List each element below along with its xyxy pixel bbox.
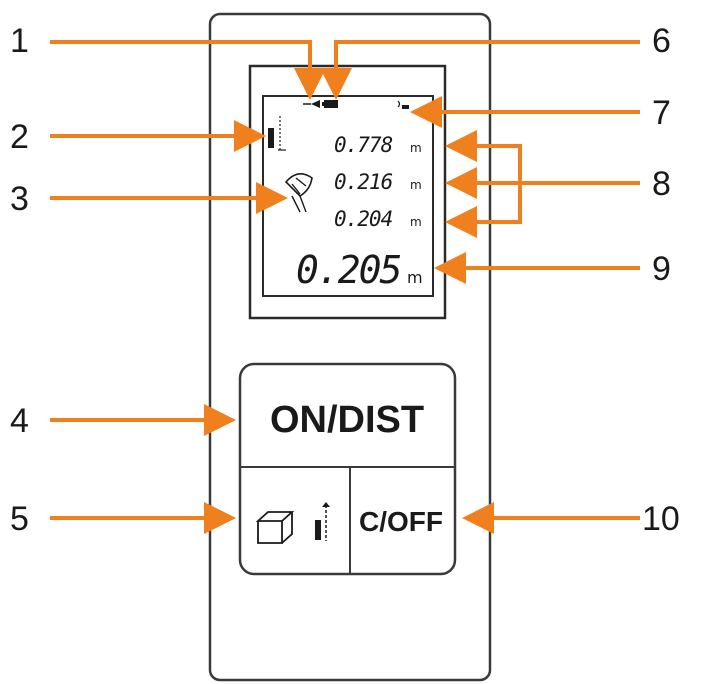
callout-arrow-6: [320, 40, 640, 100]
callout-number-8: 8: [652, 165, 671, 203]
keypad: [238, 362, 457, 576]
beep-icon: [397, 100, 409, 109]
reference-switch-icon: [315, 502, 330, 541]
on-dist-button[interactable]: ON/DIST: [242, 366, 453, 466]
callout-arrow-8: [445, 130, 640, 185]
reading-3: 0.204: [334, 207, 393, 231]
callout-arrow-8c: [445, 183, 522, 238]
volume-mode-button[interactable]: [242, 469, 348, 572]
laser-icon: [303, 100, 320, 108]
callout-number-3: 3: [10, 180, 29, 218]
callout-number-7: 7: [652, 94, 671, 132]
callout-number-2: 2: [10, 118, 29, 156]
callout-number-1: 1: [10, 22, 29, 60]
callout-arrow-1: [50, 40, 326, 100]
main-unit: m: [407, 268, 423, 287]
c-off-label: C/OFF: [359, 506, 443, 537]
reading-1: 0.778: [334, 133, 393, 157]
main-reading: 0.205: [296, 248, 401, 292]
callout-number-5: 5: [10, 500, 29, 538]
reading-2: 0.216: [334, 170, 393, 194]
battery-icon: [322, 100, 338, 108]
volume-mode-icon: [255, 511, 295, 544]
callout-number-9: 9: [652, 250, 671, 288]
callout-number-10: 10: [642, 500, 680, 538]
unit-1: m: [410, 141, 422, 155]
c-off-button[interactable]: C/OFF: [352, 469, 453, 572]
reference-level-icon: [268, 116, 286, 151]
callout-number-6: 6: [652, 22, 671, 60]
on-dist-label: ON/DIST: [270, 399, 424, 441]
unit-2: m: [410, 178, 422, 192]
unit-3: m: [410, 215, 422, 229]
callout-number-4: 4: [10, 402, 29, 440]
angle-icon: [284, 173, 313, 213]
